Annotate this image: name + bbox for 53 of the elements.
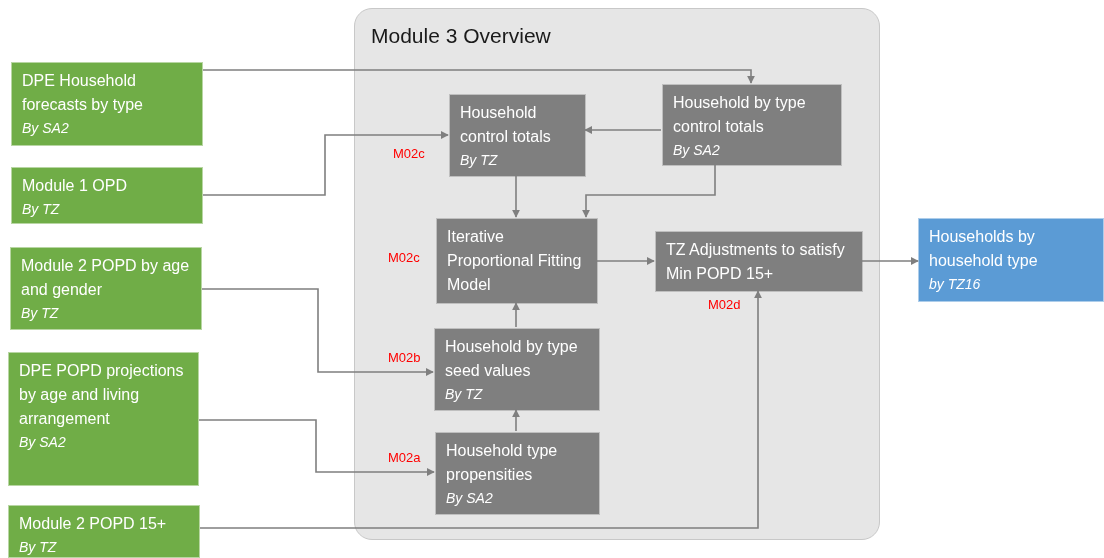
module-code: M02b [388, 350, 421, 365]
process-box [436, 218, 598, 304]
box-subtitle: By SA2 [22, 119, 70, 138]
process-box [655, 231, 863, 292]
module-code: M02a [388, 450, 421, 465]
module-code: M02c [388, 250, 420, 265]
box-title: DPE Household forecasts by type [22, 71, 144, 115]
output-box [918, 218, 1104, 302]
input-box [11, 62, 203, 146]
box-subtitle: By TZ [21, 304, 60, 323]
box-title: Household control totals [460, 103, 552, 147]
input-box [10, 247, 202, 330]
connector-arrow [584, 126, 662, 134]
panel-title: Module 3 Overview [371, 23, 552, 49]
box-subtitle: By SA2 [446, 489, 494, 508]
connector-arrow [512, 175, 520, 218]
box-subtitle: By TZ [22, 200, 61, 219]
input-box [8, 505, 200, 558]
box-subtitle: By SA2 [19, 433, 67, 452]
connector-arrow [512, 409, 520, 432]
box-title: Household type propensities [446, 441, 559, 485]
box-title: Household by type seed values [445, 337, 579, 381]
box-title: DPE POPD projections by age and living arrangement [19, 361, 185, 429]
box-subtitle: by TZ16 [929, 275, 982, 294]
box-title: TZ Adjustments to satisfy Min POPD 15+ [666, 240, 846, 284]
module-code: M02d [708, 297, 741, 312]
connector-arrow [202, 69, 755, 84]
box-subtitle: By TZ [19, 538, 58, 557]
connector-arrow [596, 257, 655, 265]
box-subtitle: By SA2 [673, 141, 721, 160]
input-box [11, 167, 203, 224]
connector-arrow [861, 257, 919, 265]
connector-arrow [198, 419, 435, 476]
box-title: Iterative Proportional Fitting Model [447, 227, 583, 295]
box-subtitle: By TZ [445, 385, 484, 404]
process-box [434, 328, 600, 411]
box-subtitle: By TZ [460, 151, 499, 170]
module-code: M02c [393, 146, 425, 161]
process-box [435, 432, 600, 515]
box-title: Household by type control totals [673, 93, 807, 137]
connector-arrow [199, 290, 762, 529]
box-title: Households by household type [929, 227, 1039, 271]
connector-arrow [202, 131, 449, 196]
connector-arrow [512, 302, 520, 328]
box-title: Module 2 POPD 15+ [19, 514, 168, 534]
connector-arrow [582, 164, 716, 218]
module-panel [354, 8, 880, 540]
connector-arrow [201, 288, 434, 376]
box-title: Module 2 POPD by age and gender [21, 256, 191, 300]
process-box [662, 84, 842, 166]
box-title: Module 1 OPD [22, 176, 128, 196]
input-box [8, 352, 199, 486]
process-box [449, 94, 586, 177]
